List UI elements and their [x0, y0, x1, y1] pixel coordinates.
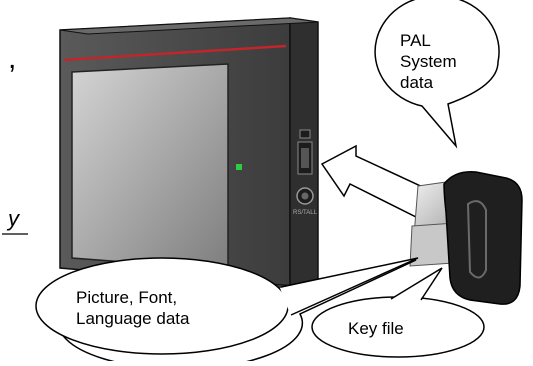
- device-screen: [71, 63, 229, 271]
- device-top: [59, 17, 319, 35]
- callout-pal-line2: System: [400, 52, 457, 71]
- callout-picture-tail-edge: [280, 257, 419, 316]
- callout-pal-line3: data: [400, 73, 434, 92]
- status-led: [236, 164, 242, 170]
- callout-picture-line1: Picture, Font,: [76, 288, 178, 307]
- callout-keyfile-tail-edge: [390, 267, 443, 301]
- usb-port: [297, 129, 313, 175]
- callout-picture-tail: [280, 258, 418, 314]
- callout-keyfile-text: Key file: [348, 319, 404, 338]
- callout-picture-text: Picture, Font, Language data: [76, 287, 256, 329]
- reset-button: [296, 187, 314, 205]
- callout-pal-line1: PAL: [400, 31, 431, 50]
- usb-key-icon: [409, 171, 523, 305]
- callout-pal-text: PAL System data: [400, 30, 457, 93]
- stray-slash: y: [8, 206, 19, 231]
- port-label: RS/TALL: [293, 210, 318, 216]
- callout-picture-line2: Language data: [76, 309, 190, 328]
- accent-stripe: [63, 44, 287, 62]
- hmi-device: RS/TALL: [59, 17, 319, 301]
- stray-comma: ,: [8, 42, 17, 75]
- callout-pal-bubble: [374, 0, 500, 149]
